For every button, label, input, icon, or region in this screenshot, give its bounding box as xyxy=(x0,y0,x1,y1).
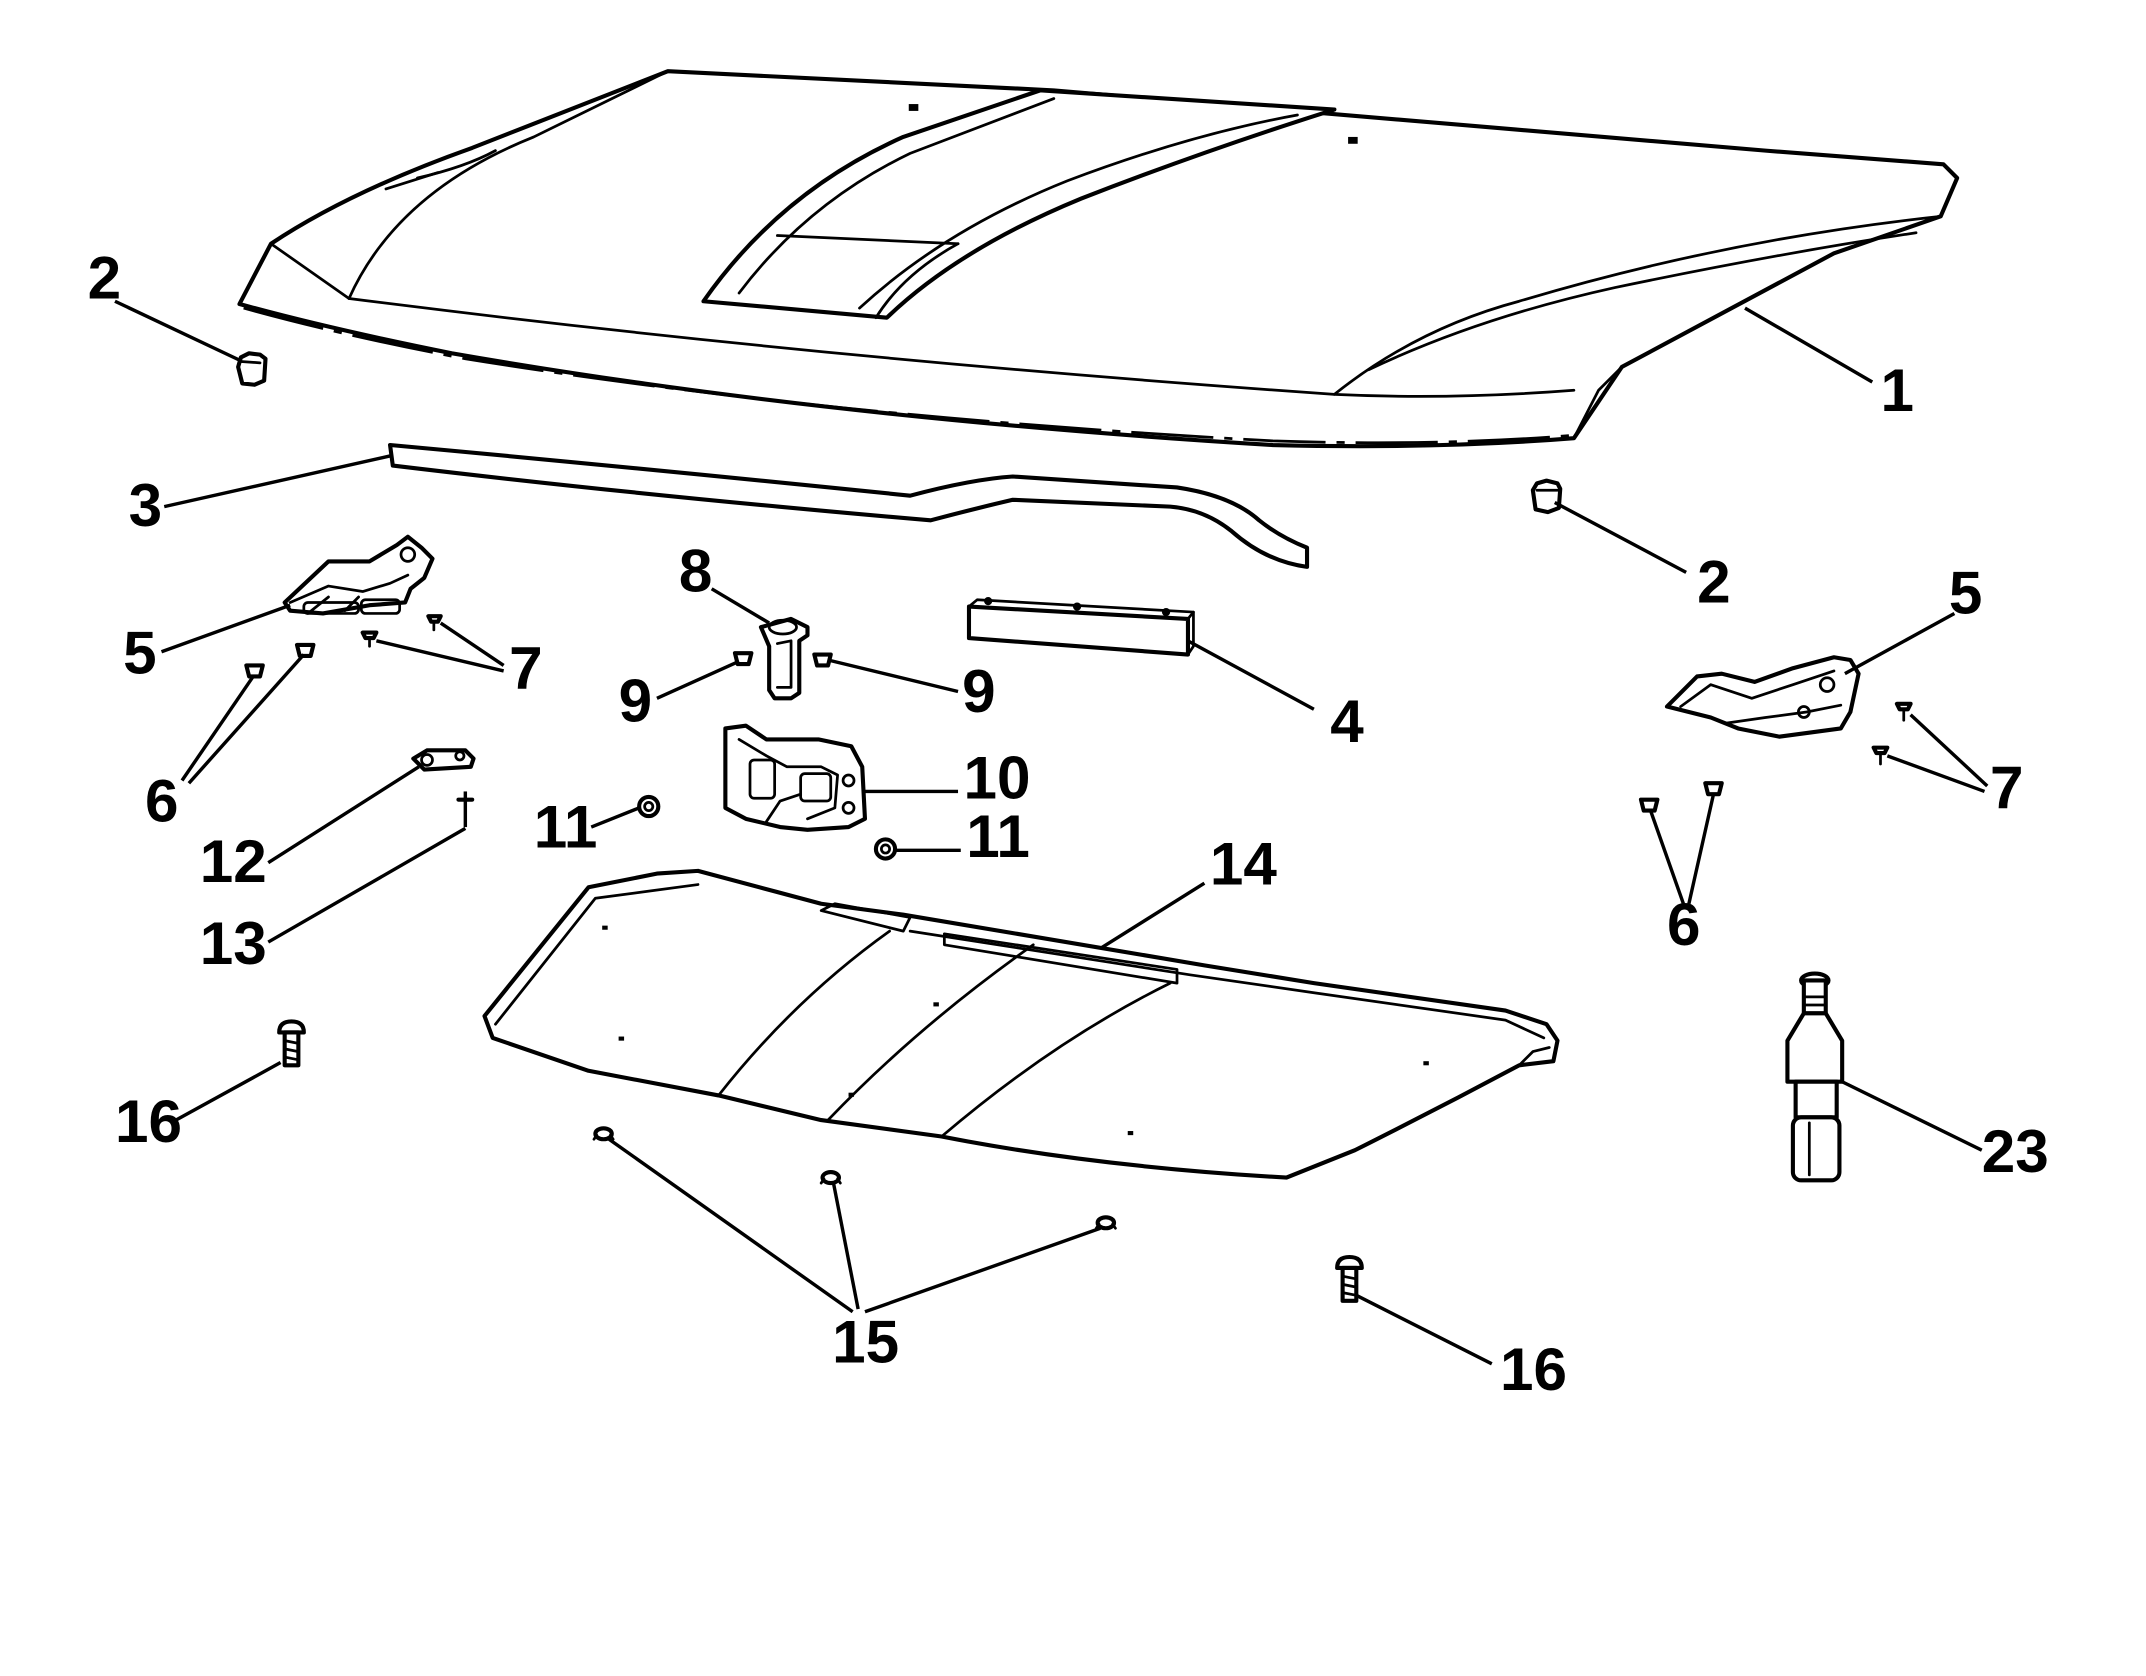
bolt-7-right-a xyxy=(1894,701,1913,722)
callout-5: 5 xyxy=(1949,558,1982,626)
callout-16: 16 xyxy=(115,1087,182,1155)
callout-13: 13 xyxy=(200,909,267,977)
leader-7a-1 xyxy=(375,639,505,673)
leader-2a xyxy=(114,299,241,362)
screw-16-right xyxy=(1335,1254,1364,1303)
callout-23: 23 xyxy=(1982,1117,2049,1185)
callout-6: 6 xyxy=(145,767,178,835)
leader-9a xyxy=(656,659,740,700)
callout-16: 16 xyxy=(1500,1335,1567,1403)
leader-1 xyxy=(1744,306,1874,384)
callout-12: 12 xyxy=(200,827,267,895)
nut-6-left-b xyxy=(294,642,316,658)
callout-7: 7 xyxy=(509,634,542,702)
callouts: 1 2 2 3 4 5 5 6 6 7 7 8 9 9 10 11 11 12 … xyxy=(88,243,2049,1402)
leader-8 xyxy=(710,587,771,625)
pin xyxy=(456,791,475,828)
nut-9-right xyxy=(812,652,833,668)
leader-7b-1 xyxy=(1909,713,1989,788)
hood-latch xyxy=(723,723,868,832)
leader-6b-2 xyxy=(1687,793,1716,905)
leader-16b xyxy=(1355,1293,1493,1366)
screw-16-left xyxy=(277,1019,306,1068)
leader-6a-2 xyxy=(187,653,306,785)
callout-2: 2 xyxy=(1697,547,1730,615)
leader-4 xyxy=(1187,639,1315,711)
leader-7b-2 xyxy=(1886,754,1986,794)
leader-13 xyxy=(267,826,467,944)
hood-striker xyxy=(758,616,810,701)
leader-9b xyxy=(827,658,959,694)
callout-11: 11 xyxy=(966,802,1030,870)
hood-insulator xyxy=(482,868,1560,1180)
leader-2b xyxy=(1553,501,1687,574)
callout-9: 9 xyxy=(619,667,652,735)
callout-11: 11 xyxy=(534,793,598,861)
leader-15-c xyxy=(864,1226,1101,1314)
callout-6: 6 xyxy=(1667,890,1700,958)
nut-11-right xyxy=(873,837,898,861)
leader-23 xyxy=(1841,1080,1983,1152)
leader-11a xyxy=(590,806,640,829)
leader-lines xyxy=(114,299,1989,1366)
leader-15-b xyxy=(831,1182,860,1310)
nut-6-right-b xyxy=(1703,781,1724,797)
hinge-left xyxy=(282,534,435,616)
support-rod-clip xyxy=(411,748,476,772)
callout-7: 7 xyxy=(1990,753,2023,821)
push-pin-15-c xyxy=(1094,1215,1117,1231)
hood-bumper-right xyxy=(1530,478,1563,515)
callout-4: 4 xyxy=(1330,687,1364,755)
leader-12 xyxy=(267,765,420,865)
leader-6a-1 xyxy=(180,675,255,782)
striker-plate xyxy=(966,597,1195,657)
leader-14 xyxy=(1100,881,1206,949)
hood-panel xyxy=(237,69,1960,449)
callout-14: 14 xyxy=(1210,830,1277,898)
callout-1: 1 xyxy=(1880,356,1913,424)
leader-6b-1 xyxy=(1648,810,1686,905)
bolt-7-left-a xyxy=(360,630,379,648)
callout-10: 10 xyxy=(964,743,1031,811)
push-pin-15-a xyxy=(592,1126,615,1142)
leader-5b xyxy=(1844,611,1956,676)
hood-seal xyxy=(388,442,1310,569)
callout-3: 3 xyxy=(129,471,162,539)
leader-15-a xyxy=(608,1137,854,1314)
callout-2: 2 xyxy=(88,243,121,311)
callout-5: 5 xyxy=(123,619,156,687)
leader-16a xyxy=(170,1061,282,1125)
bolt-7-right-b xyxy=(1871,745,1890,766)
push-pin-15-b xyxy=(819,1170,842,1186)
callout-15: 15 xyxy=(832,1307,899,1375)
leader-7a-2 xyxy=(439,621,505,667)
hinge-right xyxy=(1664,655,1861,739)
hood-adjuster xyxy=(1785,971,1845,1183)
nut-6-right-a xyxy=(1638,797,1660,813)
bolt-7-left-b xyxy=(426,614,443,632)
nut-6-left-a xyxy=(244,663,265,679)
callout-8: 8 xyxy=(679,537,712,605)
leader-5a xyxy=(160,603,291,654)
leader-3 xyxy=(163,454,391,509)
callout-9: 9 xyxy=(962,657,995,725)
nut-11-left xyxy=(637,794,661,819)
hood-bumper-left xyxy=(236,351,268,387)
